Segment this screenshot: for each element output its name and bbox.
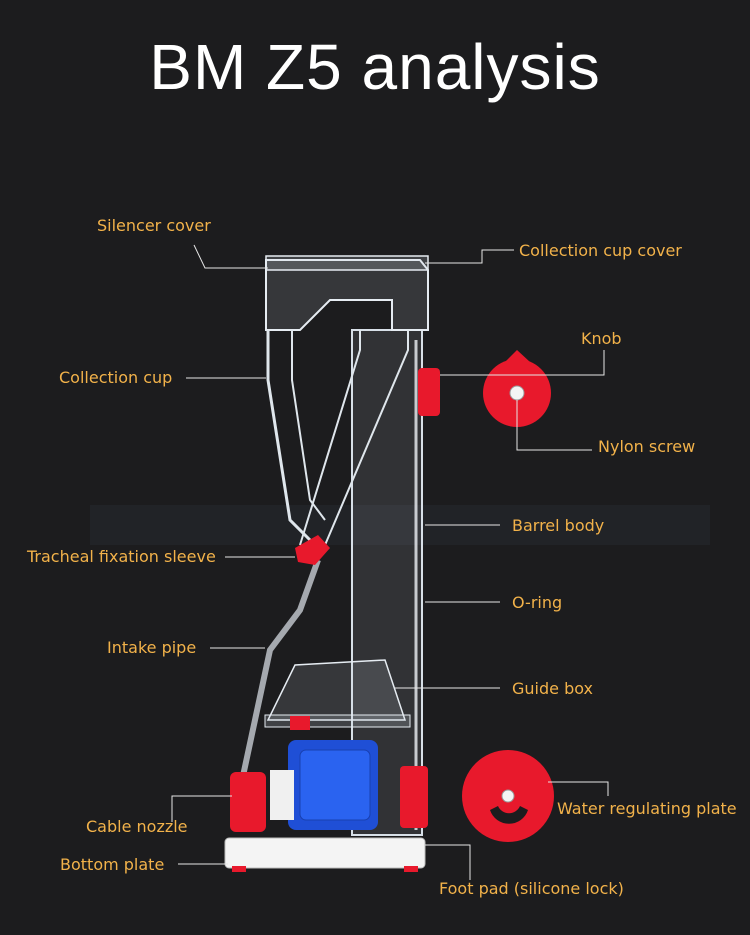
guide-box-shape — [266, 659, 407, 721]
pump-red-top — [290, 716, 310, 730]
nylon-screw-shape — [509, 385, 525, 401]
leader-lines — [171, 244, 609, 880]
label-silencer-cover: Silencer cover — [97, 216, 211, 235]
leader-silencer — [193, 244, 268, 269]
pump-white-cap — [270, 770, 294, 820]
inner-tube — [299, 330, 361, 546]
label-tracheal-fixation-sleeve: Tracheal fixation sleeve — [27, 547, 216, 566]
leader-cable — [171, 795, 232, 822]
tracheal-sleeve-shape — [295, 535, 330, 565]
knob-tip — [505, 350, 530, 362]
leader-foot — [425, 844, 471, 880]
bottom-plate-shape — [224, 837, 426, 869]
page-title: BM Z5 analysis — [149, 31, 601, 103]
water-plate-screw — [501, 789, 515, 803]
guide-box-base — [264, 714, 411, 728]
label-nylon-screw: Nylon screw — [598, 437, 696, 456]
knob-mount — [418, 368, 440, 416]
foot-pad-left — [232, 866, 246, 872]
intake-pipe-shape — [237, 558, 321, 791]
background-band — [90, 505, 710, 545]
label-guide-box: Guide box — [512, 679, 593, 698]
leader-knob — [440, 350, 605, 376]
leader-nylon — [516, 400, 592, 451]
label-barrel-body: Barrel body — [512, 516, 605, 535]
label-knob: Knob — [581, 329, 622, 348]
collection-cup-neck-2 — [291, 330, 326, 521]
label-o-ring: O-ring — [512, 593, 563, 612]
leader-cup-cover — [425, 249, 514, 264]
cable-nozzle-shape — [230, 772, 266, 832]
foot-pad-right — [404, 866, 418, 872]
label-intake-pipe: Intake pipe — [107, 638, 197, 657]
leader-water-plate — [548, 781, 609, 796]
regulating-mount — [400, 766, 428, 828]
blue-pump-front — [299, 749, 371, 821]
label-water-regulating-plate: Water regulating plate — [557, 799, 737, 818]
label-bottom-plate: Bottom plate — [60, 855, 165, 874]
water-plate-cutout — [490, 806, 528, 824]
inner-tube-2 — [324, 330, 409, 546]
label-foot-pad: Foot pad (silicone lock) — [439, 879, 624, 898]
label-cable-nozzle: Cable nozzle — [86, 817, 188, 836]
label-collection-cup: Collection cup — [59, 368, 173, 387]
label-collection-cup-cover: Collection cup cover — [519, 241, 682, 260]
collection-cup-cover-shape — [265, 255, 429, 271]
collection-cup-neck — [266, 330, 317, 547]
collection-cup-top — [265, 259, 429, 331]
